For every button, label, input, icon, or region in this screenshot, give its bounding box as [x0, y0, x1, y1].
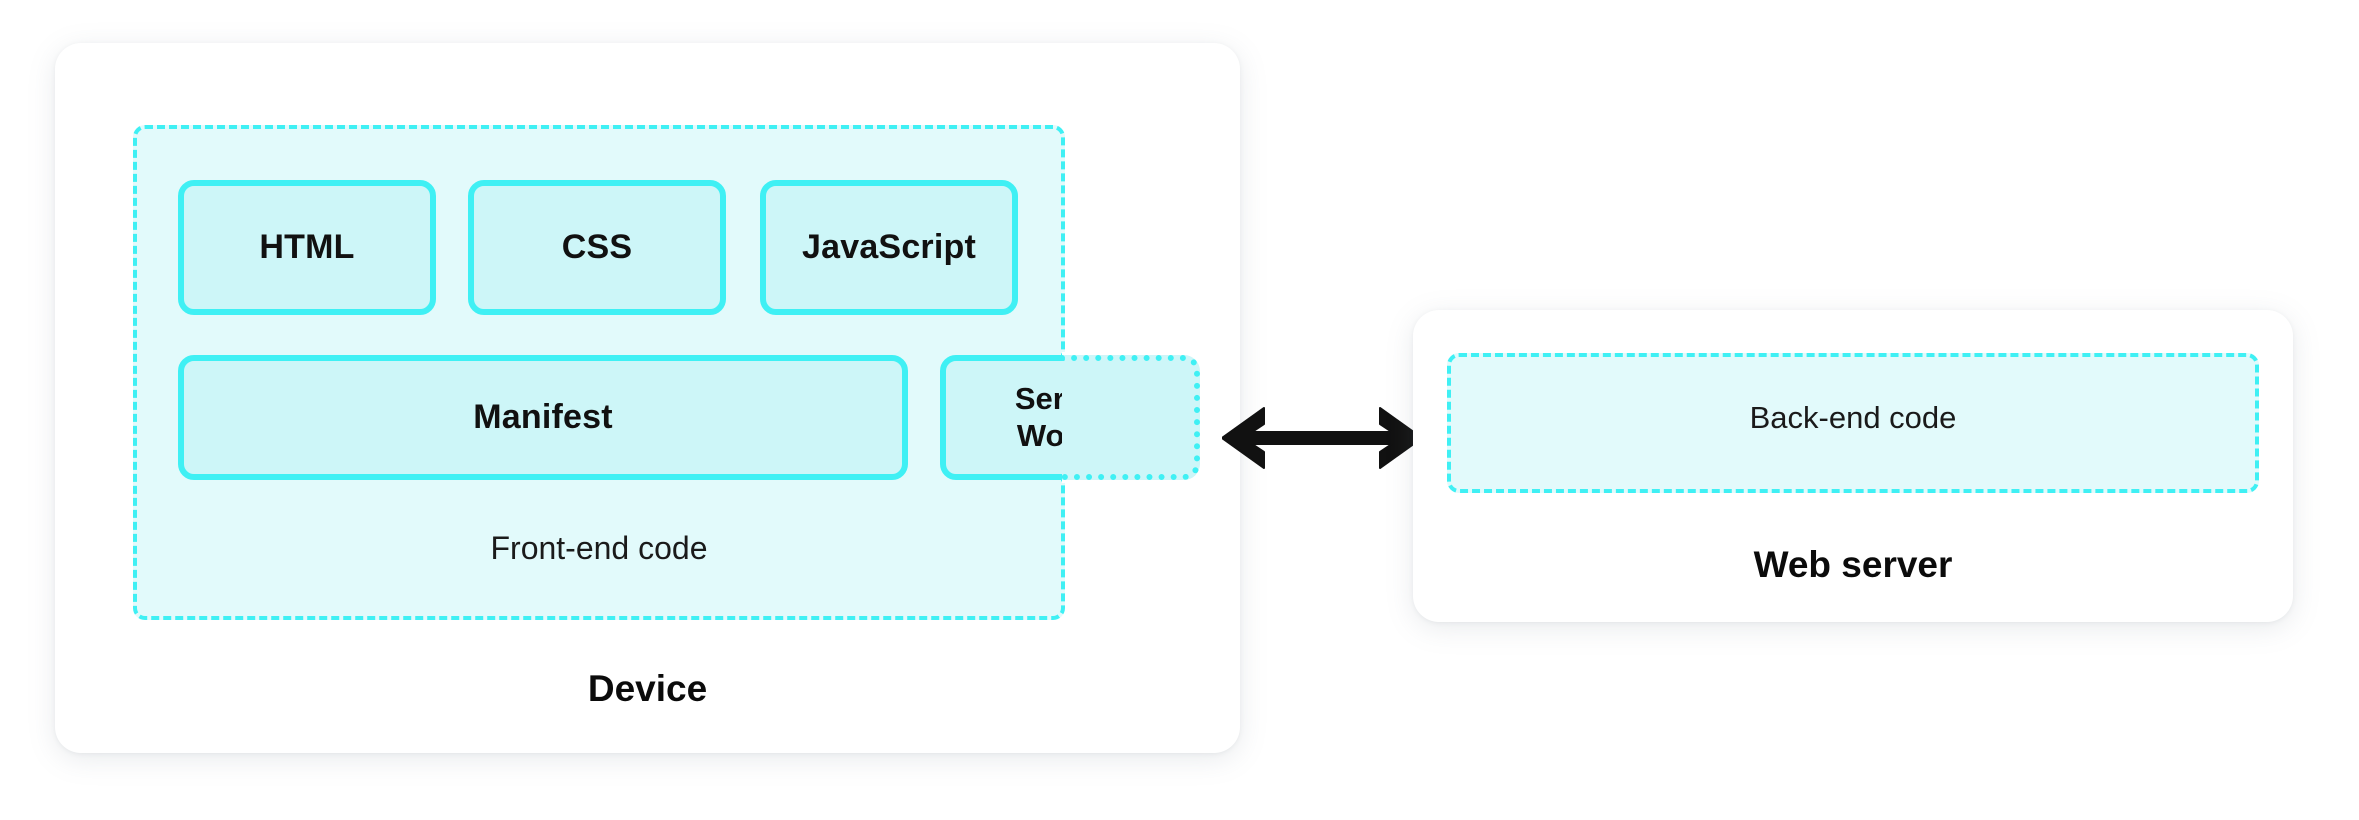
- service-worker-label: Service Worker: [1015, 381, 1125, 454]
- front-end-code-label: Front-end code: [490, 530, 708, 566]
- css-box[interactable]: CSS: [468, 180, 726, 315]
- service-worker-label-line1: Service: [1014, 380, 1126, 416]
- back-end-code-region: [1447, 353, 2259, 493]
- manifest-box[interactable]: Manifest: [178, 355, 908, 480]
- javascript-box[interactable]: JavaScript: [760, 180, 1018, 315]
- back-end-code-label: Back-end code: [1749, 400, 1957, 435]
- web-server-label: Web server: [1753, 544, 1953, 585]
- device-label: Device: [587, 668, 708, 709]
- service-worker-label-line2: Worker: [1016, 417, 1124, 453]
- double-headed-arrow-icon: [1222, 407, 1422, 469]
- html-box[interactable]: HTML: [178, 180, 436, 315]
- service-worker-box[interactable]: Service Worker: [940, 355, 1200, 480]
